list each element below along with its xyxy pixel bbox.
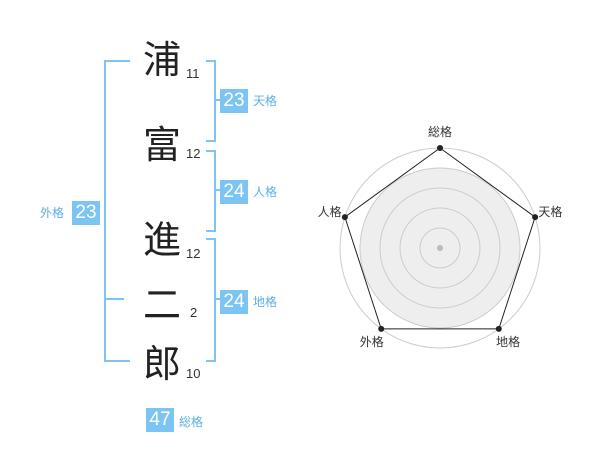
gaikaku-label: 外格 (40, 206, 65, 220)
soukaku-value: 47 (146, 408, 174, 432)
radar-axis-label-3: 地格 (496, 334, 520, 349)
chikaku-value: 24 (220, 290, 248, 314)
name-char-1: 浦 (142, 38, 181, 82)
chikaku-connector (214, 298, 220, 300)
soukaku-label: 総格 (179, 415, 204, 429)
tenkaku-value: 23 (220, 89, 248, 113)
name-char-4: 二 (142, 283, 181, 327)
name-char-2: 富 (142, 123, 181, 167)
tenkaku-connector (214, 99, 220, 101)
gaikaku-inner-tick (104, 298, 124, 300)
tenkaku-bracket (206, 60, 216, 142)
radar-point-3 (495, 325, 502, 332)
jinkaku-connector (214, 189, 220, 191)
jinkaku-label: 人格 (253, 185, 278, 199)
radar-data-polygon (344, 147, 536, 330)
radar-axis-label-1: 総格 (428, 124, 452, 139)
jinkaku-value: 24 (220, 180, 248, 204)
stroke-count-4: 2 (190, 305, 198, 320)
gaikaku-bracket (104, 60, 130, 362)
jinkaku-bracket (206, 150, 216, 232)
radar-axis-label-2: 天格 (538, 204, 562, 219)
radar-center-point (437, 245, 443, 251)
stroke-count-1: 11 (186, 66, 200, 81)
name-char-5: 郎 (142, 342, 181, 386)
radar-point-5 (341, 214, 348, 221)
radar-point-4 (378, 325, 385, 332)
radar-axis-label-5: 人格 (318, 204, 342, 219)
radar-axis-label-4: 外格 (360, 334, 384, 349)
radar-points (341, 145, 539, 332)
stroke-count-3: 12 (186, 246, 201, 261)
stroke-count-5: 10 (186, 366, 201, 381)
chikaku-bracket (206, 238, 216, 362)
radar-grid (339, 147, 541, 349)
tenkaku-label: 天格 (253, 94, 278, 108)
radar-point-2 (532, 214, 539, 221)
chikaku-label: 地格 (253, 295, 278, 309)
name-char-3: 進 (142, 218, 181, 262)
radar-point-1 (437, 145, 443, 151)
gaikaku-value: 23 (72, 201, 100, 225)
stroke-count-2: 12 (186, 146, 201, 161)
